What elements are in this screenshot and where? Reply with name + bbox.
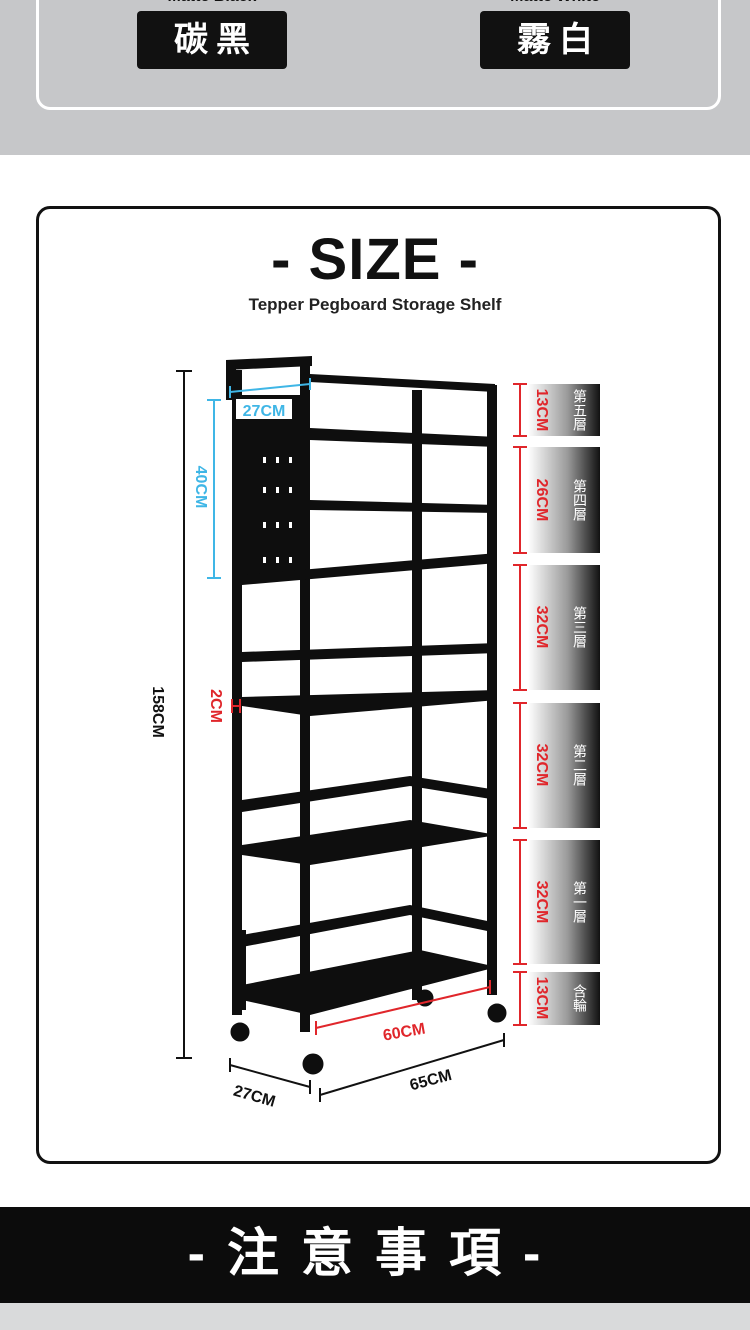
- depth-label: 27CM: [231, 1083, 277, 1111]
- size-title: - SIZE -: [271, 227, 479, 292]
- pegboard-width-bg: [236, 399, 292, 419]
- color-option-black[interactable]: Matte Black 碳黑: [137, 0, 287, 69]
- tier-5-name: 第五層: [571, 388, 587, 432]
- tier-1-height: 32CM: [533, 881, 550, 924]
- total-height-label: 158CM: [149, 686, 166, 738]
- tier-blocks: [528, 384, 600, 1025]
- tier-4-height: 26CM: [533, 479, 550, 522]
- tier-3-name: 第三層: [571, 605, 587, 649]
- pegboard-height-label: 40CM: [192, 466, 209, 509]
- color-option-white[interactable]: Matte White 霧白: [480, 0, 630, 69]
- bottom-strip: [0, 1303, 750, 1330]
- size-card: [36, 206, 721, 1164]
- inner-width-label: 60CM: [382, 1020, 427, 1044]
- total-height-dimension: [176, 370, 192, 1059]
- pegboard-width-label: 27CM: [243, 403, 286, 420]
- tier-1-name: 第一層: [571, 880, 587, 924]
- color-name-zh: 霧白: [480, 11, 630, 69]
- tier-brackets: [513, 383, 527, 1026]
- size-subtitle: Tepper Pegboard Storage Shelf: [248, 295, 502, 314]
- shelf-gap-dimension: [231, 699, 241, 713]
- pegboard-height-dimension: [207, 399, 221, 579]
- pegboard-holes: [263, 457, 292, 563]
- color-options-band: Matte Black 碳黑 Matte White 霧白: [0, 0, 750, 155]
- pegboard-width-dimension: [229, 378, 311, 398]
- color-name-zh: 碳黑: [137, 11, 287, 69]
- color-name-en: Matte Black: [137, 0, 287, 9]
- tier-2-height: 32CM: [533, 744, 550, 787]
- inner-width-dimension: [315, 980, 491, 1035]
- color-options-card: Matte Black 碳黑 Matte White 霧白: [36, 0, 721, 110]
- caster-name: 含輪: [571, 984, 587, 1012]
- notice-bar: [0, 1207, 750, 1303]
- width-dimension: [319, 1033, 505, 1102]
- shelf-gap-label: 2CM: [207, 689, 224, 723]
- color-name-en: Matte White: [480, 0, 630, 9]
- depth-dimension: [229, 1058, 311, 1094]
- width-label: 65CM: [408, 1067, 454, 1094]
- tier-3-height: 32CM: [533, 606, 550, 649]
- tier-4-name: 第四層: [571, 478, 587, 522]
- notice-title: -注意事項-: [187, 1225, 563, 1283]
- tier-5-height: 13CM: [533, 389, 550, 432]
- tier-2-name: 第二層: [571, 743, 587, 787]
- caster-height: 13CM: [533, 977, 550, 1020]
- shelf-illustration: [226, 356, 507, 1075]
